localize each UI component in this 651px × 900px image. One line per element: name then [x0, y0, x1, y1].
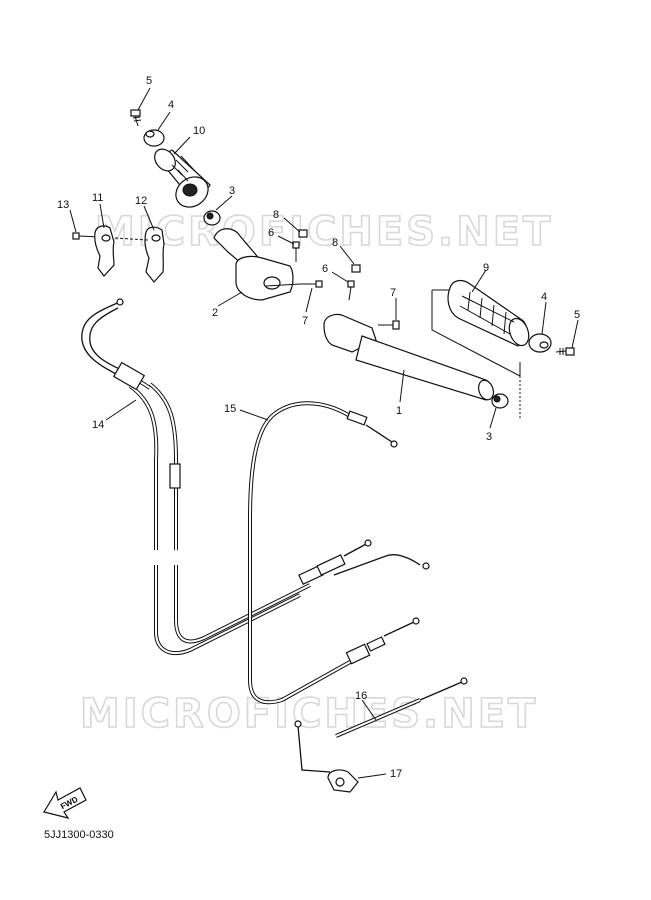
callout-15: 15 [224, 403, 236, 415]
callout-11: 11 [92, 192, 103, 204]
callout-3-top: 3 [229, 185, 235, 197]
watermark-top: MICROFICHES.NET [95, 209, 553, 255]
leader-lines [69, 87, 579, 779]
fwd-arrow-icon: FWD [43, 787, 87, 819]
callout-4-left: 4 [168, 99, 174, 111]
screw-6-right [347, 280, 355, 301]
clamp-11 [94, 225, 115, 277]
callout-5-right: 5 [574, 309, 580, 321]
clamp-12 [114, 226, 165, 283]
callout-9: 9 [483, 262, 489, 274]
callout-4-right: 4 [541, 291, 547, 303]
callout-17: 17 [390, 768, 402, 780]
callout-1: 1 [396, 405, 402, 417]
callout-5-left: 5 [146, 75, 152, 87]
callout-16: 16 [355, 690, 367, 702]
nut-8-left [298, 229, 308, 238]
callout-7-left: 7 [302, 315, 308, 327]
clutch-cable-15 [248, 401, 420, 705]
diagram-code: 5JJ1300-0330 [44, 829, 114, 841]
end-cap-4-left [143, 129, 165, 147]
grip-10 [154, 148, 211, 208]
callout-12: 12 [135, 195, 147, 207]
callout-6-right: 6 [322, 263, 328, 275]
callout-2: 2 [212, 307, 218, 319]
collar-3-top [203, 210, 221, 226]
callout-13: 13 [57, 199, 69, 211]
throttle-housing-2 [213, 228, 301, 301]
screw-6-left [292, 241, 300, 262]
starter-plunger-17 [327, 769, 359, 793]
bolt-5-left [130, 109, 142, 127]
end-cap-4-right [528, 333, 552, 353]
callout-6-left: 6 [268, 227, 274, 239]
callout-8-left: 8 [273, 209, 279, 221]
screw-7-left [300, 280, 323, 288]
callout-7-right: 7 [390, 287, 396, 299]
nut-8-right [351, 264, 361, 273]
callout-14: 14 [92, 419, 104, 431]
collar-3-right [491, 393, 509, 409]
bolt-5-right [555, 347, 575, 356]
handlebar-1 [323, 313, 495, 401]
throttle-cable-14 [81, 298, 430, 656]
callout-8-right: 8 [332, 237, 338, 249]
starter-cable-16 [294, 677, 468, 773]
watermark-bottom: MICROFICHES.NET [80, 691, 538, 737]
grip-9 [447, 279, 530, 347]
callout-10: 10 [193, 125, 205, 137]
callout-3-right: 3 [486, 431, 492, 443]
